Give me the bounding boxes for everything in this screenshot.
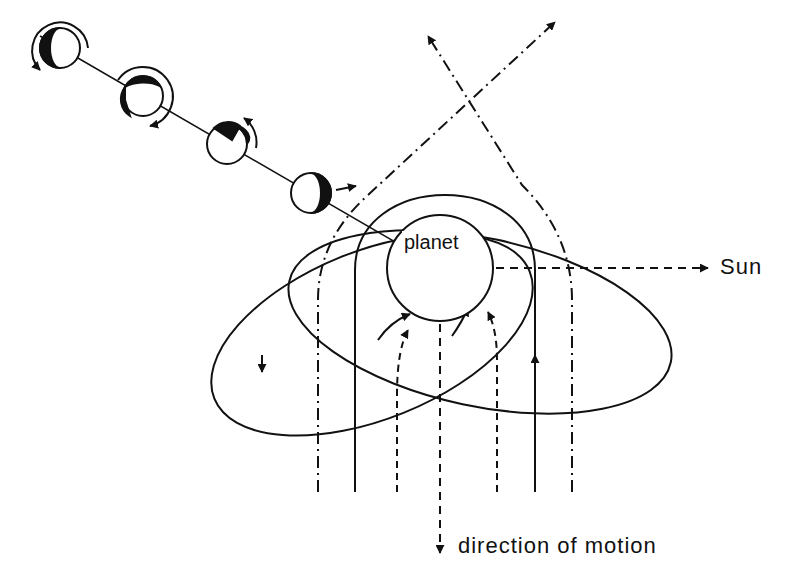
direction-label: Sun [718,255,764,279]
moon [291,173,356,213]
flow-line [318,22,555,492]
direction-label: direction of motion [456,534,659,558]
orbit-line [40,36,440,268]
planet-circle: planet [385,213,495,323]
flow-line [488,312,497,492]
moon [118,67,173,126]
flow-line [355,195,535,492]
flow-line [378,314,410,340]
moon [32,23,88,70]
flow-arrow [534,355,536,380]
field-loop [183,193,561,476]
planet-outline [385,213,495,323]
planet-label: planet [402,231,461,253]
flow-line [397,330,408,492]
moon [207,118,257,164]
loop-arrow [261,355,263,372]
